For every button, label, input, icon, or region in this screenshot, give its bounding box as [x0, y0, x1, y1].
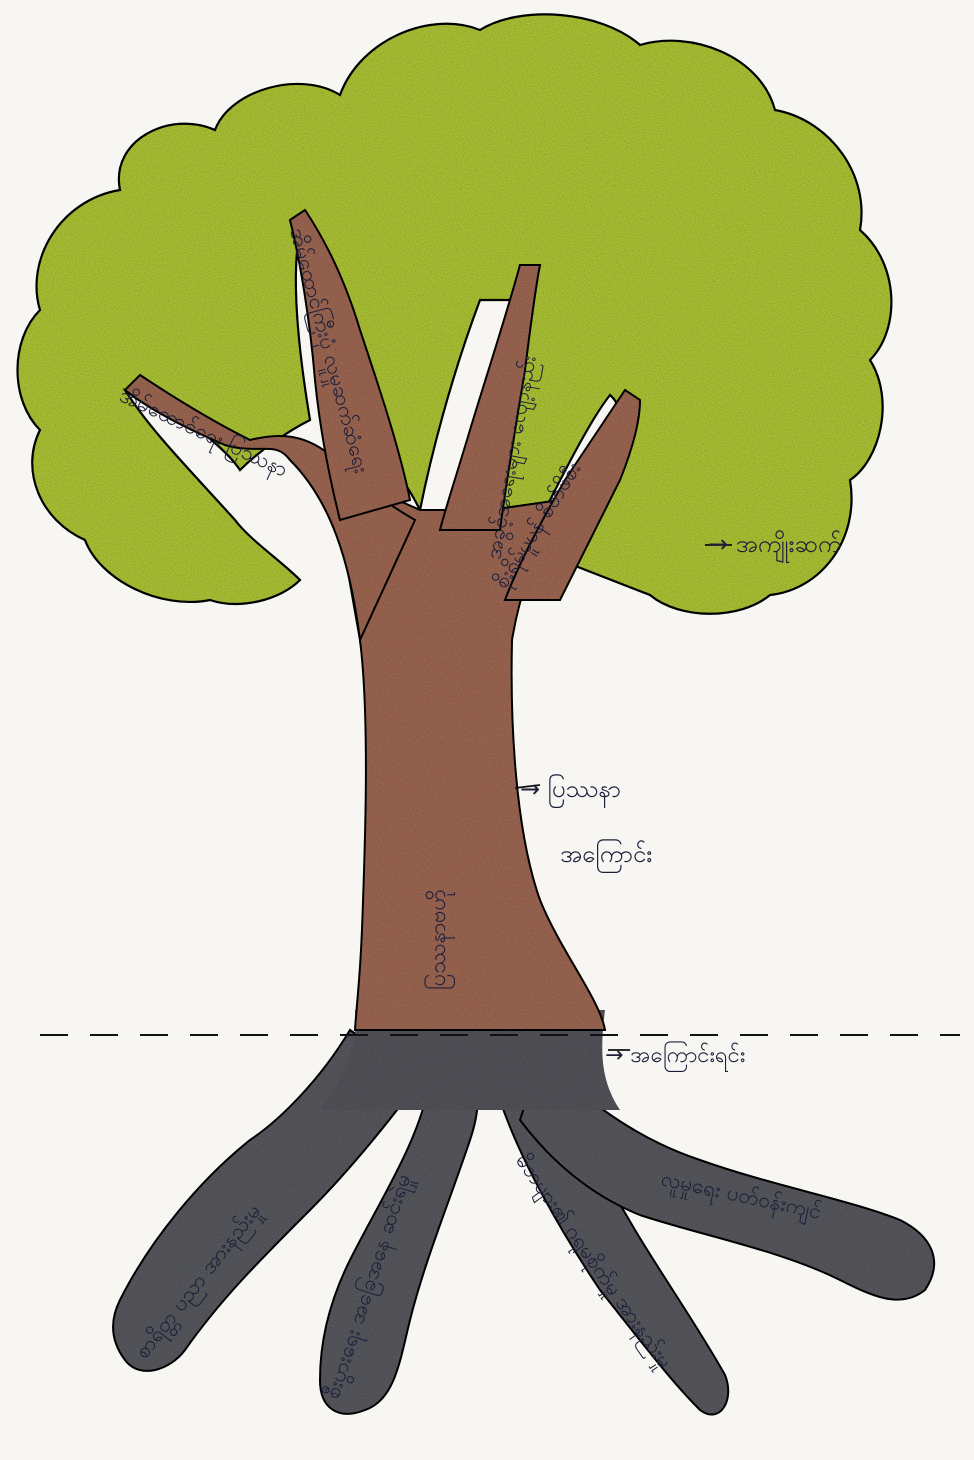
trunk-annotation-line2: အကြောင်း	[560, 838, 652, 873]
trunk-annotation-line1: → ပြဿနာ	[520, 773, 621, 808]
trunk-label: ပြဿနာဗဟို	[424, 889, 455, 990]
ground-annotation: → အကြောင်းရင်း	[605, 1041, 745, 1072]
